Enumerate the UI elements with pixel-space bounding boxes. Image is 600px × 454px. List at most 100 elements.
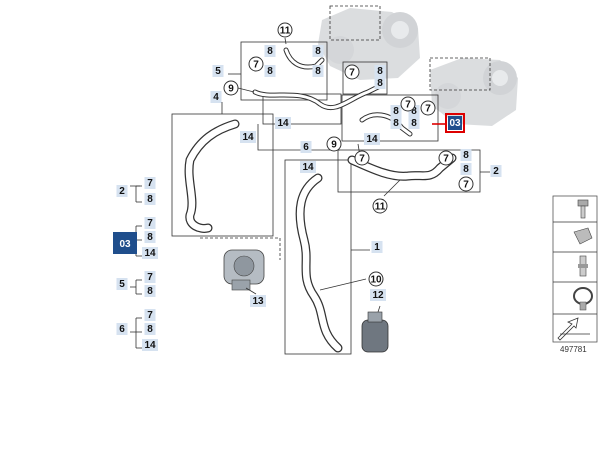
part-label-8[interactable]: 8	[460, 163, 472, 175]
navigation-arrow-icon[interactable]	[557, 317, 590, 341]
frame-part-4	[171, 113, 274, 237]
part-label-14[interactable]: 14	[300, 161, 316, 173]
svg-text:8: 8	[267, 66, 273, 77]
svg-text:2: 2	[493, 166, 499, 177]
callout-circle-9[interactable]: 9	[223, 80, 239, 96]
kit-03-badge[interactable]	[113, 232, 137, 254]
svg-text:8: 8	[267, 46, 273, 57]
part-label-7[interactable]: 7	[144, 177, 156, 189]
part-label-5[interactable]: 5	[116, 278, 128, 290]
part-label-7[interactable]: 7	[144, 217, 156, 229]
callout-03-selected[interactable]: 03	[445, 113, 465, 133]
image-id: 497781	[560, 345, 587, 354]
callout-lines	[221, 37, 490, 313]
svg-text:1: 1	[374, 242, 380, 253]
svg-text:7: 7	[147, 272, 153, 283]
svg-text:8: 8	[463, 150, 469, 161]
part-label-8[interactable]: 8	[408, 105, 420, 117]
frame-part-5	[240, 41, 328, 101]
water-pump-icon	[223, 249, 265, 291]
part-label-14[interactable]: 14	[364, 133, 380, 145]
svg-text:8: 8	[411, 118, 417, 129]
callout-circle-7[interactable]: 7	[248, 56, 264, 72]
callout-circle-7[interactable]: 7	[420, 100, 436, 116]
part-label-13[interactable]: 13	[250, 295, 266, 307]
part-label-8[interactable]: 8	[374, 77, 386, 89]
part-label-7[interactable]: 7	[144, 271, 156, 283]
part-label-8[interactable]: 8	[312, 45, 324, 57]
svg-text:5: 5	[119, 279, 125, 290]
svg-text:14: 14	[144, 340, 156, 351]
kit-legend-left: 03	[113, 185, 142, 349]
part-label-12[interactable]: 12	[370, 289, 386, 301]
svg-text:7: 7	[425, 104, 431, 115]
part-label-8[interactable]: 8	[408, 117, 420, 129]
dashed-link-box-right	[429, 57, 491, 91]
svg-text:8: 8	[377, 66, 383, 77]
callout-circle-10[interactable]: 10	[368, 271, 384, 287]
callout-circle-7[interactable]: 7	[344, 64, 360, 80]
part-label-1[interactable]: 1	[371, 241, 383, 253]
svg-text:11: 11	[375, 202, 386, 213]
part-label-14[interactable]: 14	[142, 339, 158, 351]
part-label-8[interactable]: 8	[264, 65, 276, 77]
part-label-7[interactable]: 7	[144, 309, 156, 321]
callout-circle-7[interactable]: 7	[458, 176, 474, 192]
svg-text:6: 6	[303, 142, 309, 153]
part-label-2[interactable]: 2	[490, 165, 502, 177]
svg-text:7: 7	[349, 68, 355, 79]
turbocharger-right-icon	[430, 58, 518, 126]
callout-circle-7[interactable]: 7	[354, 150, 370, 166]
svg-text:7: 7	[147, 310, 153, 321]
part-label-6[interactable]: 6	[116, 323, 128, 335]
callout-circle-9[interactable]: 9	[326, 136, 342, 152]
frame-link-6	[257, 124, 340, 151]
part-label-14[interactable]: 14	[142, 247, 158, 259]
svg-text:8: 8	[393, 106, 399, 117]
svg-text:8: 8	[393, 118, 399, 129]
callout-circle-11[interactable]: 11	[277, 22, 293, 38]
svg-text:7: 7	[147, 218, 153, 229]
svg-text:8: 8	[315, 46, 321, 57]
part-label-14[interactable]: 14	[240, 131, 256, 143]
part-label-8[interactable]: 8	[374, 65, 386, 77]
part-label-8[interactable]: 8	[312, 65, 324, 77]
part-label-8[interactable]: 8	[144, 193, 156, 205]
part-label-4[interactable]: 4	[210, 91, 222, 103]
callout-circle-11[interactable]: 11	[372, 198, 388, 214]
stud-bolt-icon	[578, 255, 588, 277]
svg-text:6: 6	[119, 324, 125, 335]
svg-text:14: 14	[144, 248, 156, 259]
part-label-8[interactable]: 8	[460, 149, 472, 161]
svg-text:03: 03	[449, 118, 461, 129]
hose-part-1	[295, 173, 343, 353]
part-label-8[interactable]: 8	[144, 323, 156, 335]
part-label-8[interactable]: 8	[390, 117, 402, 129]
svg-text:10: 10	[370, 275, 382, 286]
svg-text:7: 7	[405, 100, 411, 111]
part-label-8[interactable]: 8	[144, 285, 156, 297]
callout-circle-7[interactable]: 7	[438, 150, 454, 166]
turbocharger-left-icon	[318, 8, 420, 80]
part-label-14[interactable]: 14	[275, 117, 291, 129]
part-label-5[interactable]: 5	[212, 65, 224, 77]
svg-text:5: 5	[215, 66, 221, 77]
svg-text:13: 13	[252, 296, 264, 307]
svg-text:8: 8	[147, 286, 153, 297]
hardware-legend: 497781	[552, 195, 598, 354]
part-label-8[interactable]: 8	[390, 105, 402, 117]
part-label-6[interactable]: 6	[300, 141, 312, 153]
part-label-8[interactable]: 8	[264, 45, 276, 57]
svg-text:9: 9	[331, 140, 337, 151]
hose-part-2	[347, 153, 457, 181]
svg-text:7: 7	[443, 154, 449, 165]
svg-text:9: 9	[228, 84, 234, 95]
hose-clamp-icon	[573, 287, 593, 311]
callout-circle-7[interactable]: 7	[400, 96, 416, 112]
sensor-icon	[361, 311, 389, 353]
svg-text:14: 14	[302, 162, 314, 173]
svg-text:8: 8	[463, 164, 469, 175]
part-label-8[interactable]: 8	[144, 231, 156, 243]
part-label-2[interactable]: 2	[116, 185, 128, 197]
frame-part-1	[284, 159, 352, 355]
